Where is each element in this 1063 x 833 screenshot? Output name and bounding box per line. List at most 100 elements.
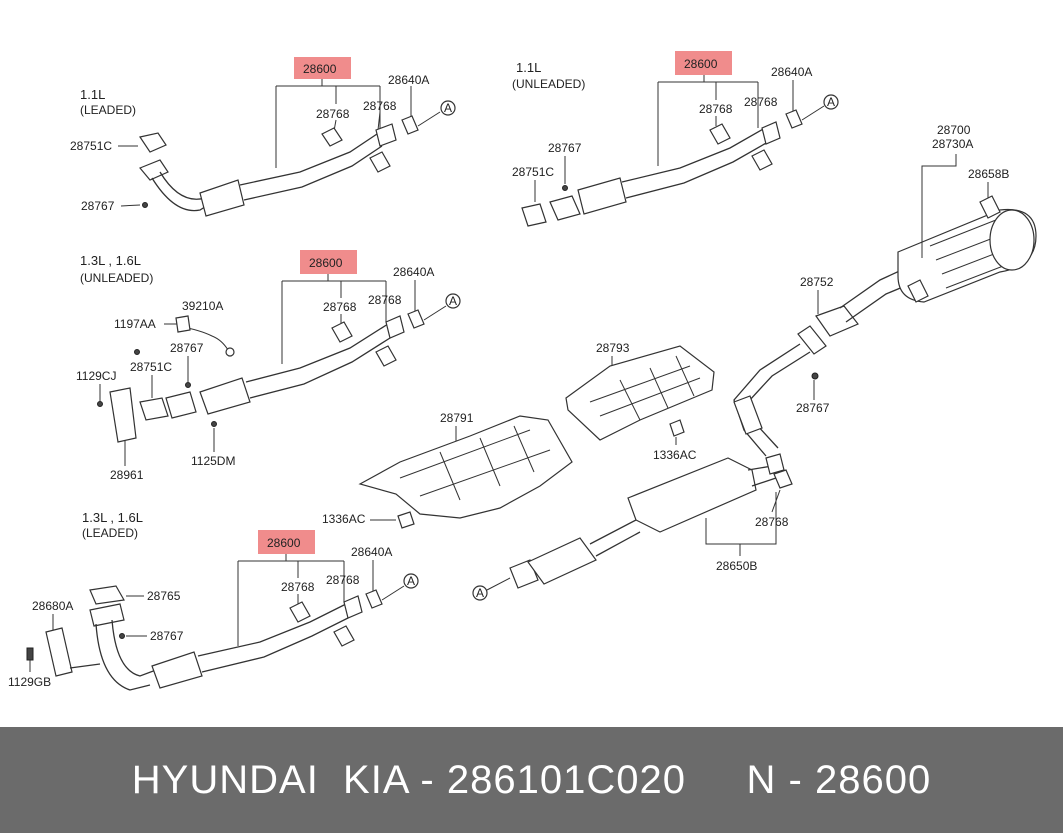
- section-1-engine: 1.1L: [80, 87, 105, 102]
- part-label-28767: 28767: [81, 199, 115, 213]
- section-3-fuel: (UNLEADED): [80, 271, 153, 285]
- part-label-28600: 28600: [309, 256, 343, 270]
- bolt: [211, 421, 217, 427]
- pipe-flange: [815, 305, 859, 337]
- part-label-28793: 28793: [596, 341, 630, 355]
- pipe-flange: [385, 315, 405, 339]
- center-muffler-assembly: A 28768 28650B: [472, 343, 811, 601]
- ref-a-label: A: [444, 101, 452, 115]
- section-3-13-16l-unleaded: 1.3L , 1.6L (UNLEADED) 28600 28768 28768…: [76, 250, 461, 482]
- highlight-box-28600: [258, 530, 315, 554]
- nut: [811, 372, 819, 380]
- clamp: [785, 109, 803, 129]
- part-number-caption: HYUNDAI KIA - 286101C020 N - 28600: [131, 757, 932, 802]
- part-label-28700: 28700: [937, 123, 971, 137]
- part-label-28751C: 28751C: [130, 360, 172, 374]
- section-4-13-16l-leaded: 1.3L , 1.6L (LEADED) 28600 28768 28768 2…: [8, 510, 419, 691]
- catalytic-converter: [151, 651, 203, 689]
- section-3-engine: 1.3L , 1.6L: [80, 253, 141, 268]
- section-4-engine: 1.3L , 1.6L: [82, 510, 143, 525]
- hanger-rubber: [321, 127, 343, 147]
- gasket: [521, 203, 547, 227]
- bolt: [26, 647, 34, 661]
- part-label-28600: 28600: [684, 57, 718, 71]
- ref-a-label: A: [407, 574, 415, 588]
- oxygen-sensor-plug: [225, 347, 235, 357]
- part-label-28600: 28600: [303, 62, 337, 76]
- part-label-39210A: 39210A: [182, 299, 223, 313]
- muffler-end-cap: [989, 209, 1035, 271]
- pipe-flange: [343, 595, 363, 619]
- part-label-1336AC: 1336AC: [322, 512, 366, 526]
- part-label-28768: 28768: [363, 99, 397, 113]
- catalytic-converter: [199, 179, 245, 217]
- gasket-28752: [797, 325, 827, 355]
- part-label-28730A: 28730A: [932, 137, 973, 151]
- part-label-28640A: 28640A: [393, 265, 434, 279]
- hanger-rubber: [907, 279, 929, 303]
- rear-muffler-assembly: 28752 28767 28700 28730A 28658B: [796, 123, 1037, 415]
- ref-a-circle: [403, 573, 419, 589]
- flex-joint: [733, 395, 763, 435]
- footer-bar: HYUNDAI KIA - 286101C020 N - 28600: [0, 727, 1063, 833]
- heat-protectors: 28793 1336AC 28791 1336AC: [322, 341, 715, 529]
- section-2-engine: 1.1L: [516, 60, 541, 75]
- part-label-1129CJ: 1129CJ: [76, 369, 116, 383]
- ref-a-circle: [445, 293, 461, 309]
- bracket-28961: [109, 387, 137, 443]
- part-label-28961: 28961: [110, 468, 144, 482]
- flange: [139, 159, 169, 181]
- part-label-1125DM: 1125DM: [191, 454, 235, 468]
- pipe-flange: [375, 123, 397, 147]
- part-label-28768: 28768: [368, 293, 402, 307]
- part-label-28600: 28600: [267, 536, 301, 550]
- nut: [185, 382, 191, 388]
- part-label-28752: 28752: [800, 275, 834, 289]
- oxygen-sensor-clip: [175, 315, 191, 333]
- bracket-28680A: [45, 627, 73, 677]
- part-label-28767: 28767: [796, 401, 830, 415]
- manifold-flange: [89, 603, 125, 627]
- part-label-28658B: 28658B: [968, 167, 1009, 181]
- part-label-1129GB: 1129GB: [8, 675, 51, 689]
- part-label-28767: 28767: [150, 629, 184, 643]
- clamp: [407, 309, 425, 329]
- nut: [142, 202, 148, 208]
- pipe-flange: [765, 453, 785, 475]
- part-label-28767: 28767: [170, 341, 204, 355]
- hanger-rubber: [331, 321, 353, 343]
- part-label-28768: 28768: [744, 95, 778, 109]
- part-label-28765: 28765: [147, 589, 181, 603]
- part-label-28768: 28768: [323, 300, 357, 314]
- part-label-28768: 28768: [755, 515, 789, 529]
- hanger-rubber: [369, 151, 391, 173]
- hanger-rubber: [289, 601, 311, 623]
- part-label-28640A: 28640A: [388, 73, 429, 87]
- resonator-cone: [527, 537, 597, 585]
- hanger-rubber: [375, 345, 397, 367]
- catalytic-converter: [577, 177, 627, 215]
- ref-a-label: A: [827, 95, 835, 109]
- highlight-box-28600: [675, 51, 732, 75]
- section-4-fuel: (LEADED): [82, 526, 138, 540]
- hanger-rubber: [333, 625, 355, 647]
- part-label-28768: 28768: [326, 573, 360, 587]
- part-label-28768: 28768: [281, 580, 315, 594]
- flange: [165, 391, 197, 419]
- ref-a-label: A: [476, 586, 484, 600]
- highlight-box-28600: [300, 250, 357, 274]
- section-1-fuel: (LEADED): [80, 103, 136, 117]
- section-2-1l-unleaded: 1.1L (UNLEADED) 28600 28768 28768 28640A…: [512, 51, 839, 227]
- ref-a-circle: [823, 94, 839, 110]
- hanger-rubber: [773, 469, 793, 489]
- part-label-28640A: 28640A: [771, 65, 812, 79]
- ref-a-label: A: [449, 294, 457, 308]
- center-muffler: [627, 457, 757, 533]
- gasket: [139, 397, 169, 421]
- pipe-flange: [761, 121, 781, 145]
- hanger-rubber: [751, 149, 773, 171]
- nut: [119, 633, 125, 639]
- heat-protector-28793: [565, 345, 715, 441]
- nut: [562, 185, 568, 191]
- part-label-28640A: 28640A: [351, 545, 392, 559]
